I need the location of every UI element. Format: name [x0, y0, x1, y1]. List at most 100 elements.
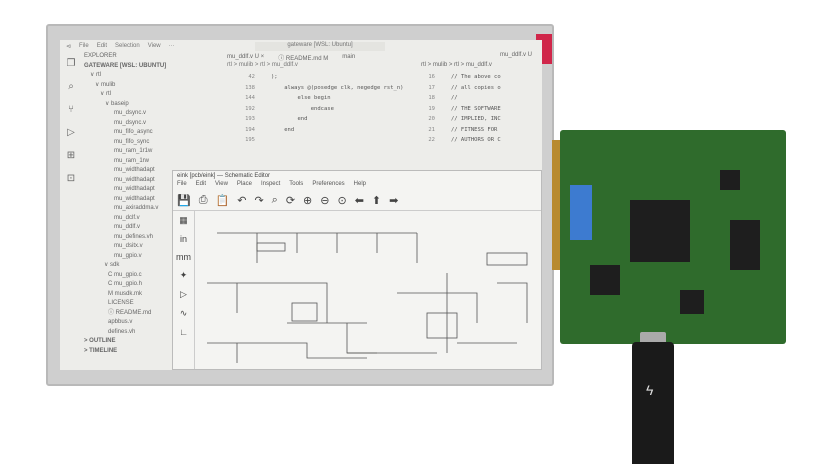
explorer-panel: EXPLORER GATEWARE [WSL: UBUNTU] ∨ rtl ∨ m…	[84, 52, 170, 370]
schematic-menu-item[interactable]: View	[215, 181, 228, 187]
explorer-title: EXPLORER	[84, 53, 117, 59]
workspace-header[interactable]: GATEWARE [WSL: UBUNTU]	[84, 62, 167, 69]
redo-icon[interactable]: ↷	[254, 195, 264, 207]
file-tree-item[interactable]: mu_dsitx.v	[114, 243, 143, 249]
command-search[interactable]: gateware [WSL: Ubuntu]	[255, 42, 385, 51]
zoom-in-icon[interactable]: ⊕	[303, 195, 313, 207]
code-line: 195	[215, 135, 415, 146]
menu-edit[interactable]: Edit	[96, 43, 108, 49]
file-tree-item[interactable]: mu_fifo_async	[114, 129, 153, 135]
line-number: 21	[428, 126, 435, 133]
code-text: // The above co	[451, 74, 501, 80]
source-control-icon[interactable]: ⑂	[68, 104, 74, 115]
remote-icon[interactable]: ⊡	[66, 173, 76, 184]
code-text: end	[271, 126, 295, 133]
side-editor[interactable]: mu_ddlf.v U rtl > mulib > rtl > mu_ddlf.…	[415, 52, 542, 168]
file-tree-item[interactable]: mu_dsync.v	[114, 119, 147, 126]
file-tree-item[interactable]: mu_dsync.v	[114, 110, 147, 116]
file-tree-item[interactable]: ∨ sdk	[104, 262, 120, 268]
line-number: 18	[428, 95, 435, 101]
line-number: 194	[245, 126, 255, 133]
schematic-menu-item[interactable]: Place	[236, 181, 252, 187]
units-in-icon[interactable]: in	[179, 234, 187, 244]
zoom-out-icon[interactable]: ⊖	[320, 195, 330, 207]
refresh-icon[interactable]: ⟳	[285, 195, 296, 207]
code-editor[interactable]: mu_ddlf.v U × ⓘ README.md M main rtl > m…	[215, 52, 415, 168]
file-tree-item[interactable]: mu_dclf.v	[114, 214, 140, 221]
file-tree-item[interactable]: mu_widthadapt	[114, 176, 155, 183]
file-tree-item[interactable]: LICENSE	[108, 300, 134, 306]
menu-file[interactable]: File	[79, 43, 89, 49]
right-tab[interactable]: mu_ddlf.v U	[499, 52, 532, 58]
line-number: 42	[248, 74, 255, 80]
schematic-menu-item[interactable]: Inspect	[260, 181, 281, 187]
sim-icon[interactable]: ∿	[179, 308, 188, 318]
schematic-editor-window: eink [pcb/eink] — Schematic Editor File E…	[172, 170, 542, 370]
file-tree-item[interactable]: C mu_gpio.c	[108, 271, 142, 278]
arrow-right-icon[interactable]: ➡	[389, 195, 399, 207]
arrow-up-icon[interactable]: ⬆	[371, 195, 382, 207]
tab-mu-ddlf[interactable]: mu_ddlf.v U ×	[227, 54, 265, 60]
small-ic	[720, 170, 740, 190]
file-tree-item[interactable]: mu_ddlf.v	[114, 224, 141, 230]
paste-icon[interactable]: 📋	[215, 195, 230, 207]
line-number: 144	[245, 95, 255, 101]
print-icon[interactable]: ⎙	[198, 194, 208, 206]
outline-section[interactable]: > OUTLINE	[84, 338, 116, 344]
line-number: 19	[428, 105, 435, 112]
file-tree-item[interactable]: M musdk.mk	[108, 290, 143, 297]
find-icon[interactable]: ⌕	[271, 194, 278, 206]
file-tree-item[interactable]: defines.vh	[108, 328, 136, 335]
file-tree-item[interactable]: mu_widthadapt	[114, 186, 155, 192]
code-text: // FITNESS FOR	[451, 126, 498, 133]
schematic-menu-item[interactable]: Edit	[195, 181, 207, 187]
schematic-menu-item[interactable]: Preferences	[312, 181, 345, 187]
code-line: 144 else begin	[215, 93, 415, 104]
schematic-menu-item[interactable]: File	[177, 181, 187, 187]
timeline-section[interactable]: > TIMELINE	[84, 347, 118, 354]
file-tree-item[interactable]: apbbus.v	[108, 319, 133, 325]
file-tree-item[interactable]: ∨ mulib	[95, 81, 116, 88]
file-tree-item[interactable]: ⓘ README.md	[108, 309, 152, 316]
schematic-toolbar: 💾 ⎙ 📋 ↶ ↷ ⌕ ⟳ ⊕ ⊖ ⊙ ⬅ ⬆ ➡	[173, 191, 541, 211]
file-tree-item[interactable]: C mu_gpio.h	[108, 281, 143, 287]
schematic-title: eink [pcb/eink] — Schematic Editor	[177, 173, 271, 179]
tab-readme[interactable]: ⓘ README.md M	[278, 55, 329, 62]
axis-icon[interactable]: ∟	[179, 327, 188, 337]
extensions-icon[interactable]: ⊞	[66, 150, 76, 161]
line-number: 192	[245, 105, 255, 112]
file-tree-item[interactable]: mu_axiraddma.v	[114, 205, 159, 211]
undo-icon[interactable]: ↶	[237, 195, 247, 207]
hierarchy-icon[interactable]: ▷	[180, 289, 187, 299]
file-tree-item[interactable]: mu_widthadapt	[114, 167, 155, 173]
file-tree-item[interactable]: ∨ rtl	[100, 91, 112, 97]
zoom-fit-icon[interactable]: ⊙	[337, 195, 347, 207]
code-text: endcase	[271, 105, 334, 112]
file-tree-item[interactable]: ∨ rtl	[90, 72, 102, 78]
save-icon[interactable]: 💾	[177, 195, 191, 207]
file-tree-item[interactable]: mu_widthadapt	[114, 195, 155, 202]
run-debug-icon[interactable]: ▷	[67, 127, 75, 138]
schematic-menu-item[interactable]: Tools	[289, 181, 304, 187]
menu-view[interactable]: View	[147, 43, 161, 49]
units-mm-icon[interactable]: mm	[176, 252, 191, 262]
menu-selection[interactable]: Selection	[115, 43, 140, 49]
breadcrumb: rtl > mulib > rtl > mu_ddlf.v	[227, 62, 298, 68]
file-tree-item[interactable]: ∨ baseip	[105, 100, 129, 107]
file-tree-item[interactable]: mu_fifo_sync	[114, 138, 150, 145]
file-tree-item[interactable]: mu_defines.vh	[114, 233, 154, 240]
menu-more[interactable]: ···	[168, 43, 175, 49]
code-line: 16// The above co	[415, 72, 542, 83]
grid-icon[interactable]: ▦	[179, 215, 188, 225]
tab-main[interactable]: main	[342, 54, 356, 60]
arrow-left-icon[interactable]: ⬅	[354, 195, 364, 207]
file-tree-item[interactable]: mu_ram_1rw	[114, 157, 150, 164]
schematic-canvas[interactable]	[197, 213, 537, 368]
code-line: 20// IMPLIED, INC	[415, 114, 542, 125]
schematic-menu-item[interactable]: Help	[353, 181, 367, 187]
cursor-icon[interactable]: ✦	[179, 270, 188, 280]
file-tree-item[interactable]: mu_ram_1r1w	[114, 148, 153, 154]
search-icon[interactable]: ⌕	[68, 81, 74, 92]
explorer-icon[interactable]: ❐	[66, 58, 76, 69]
file-tree-item[interactable]: mu_gpio.v	[114, 252, 142, 259]
